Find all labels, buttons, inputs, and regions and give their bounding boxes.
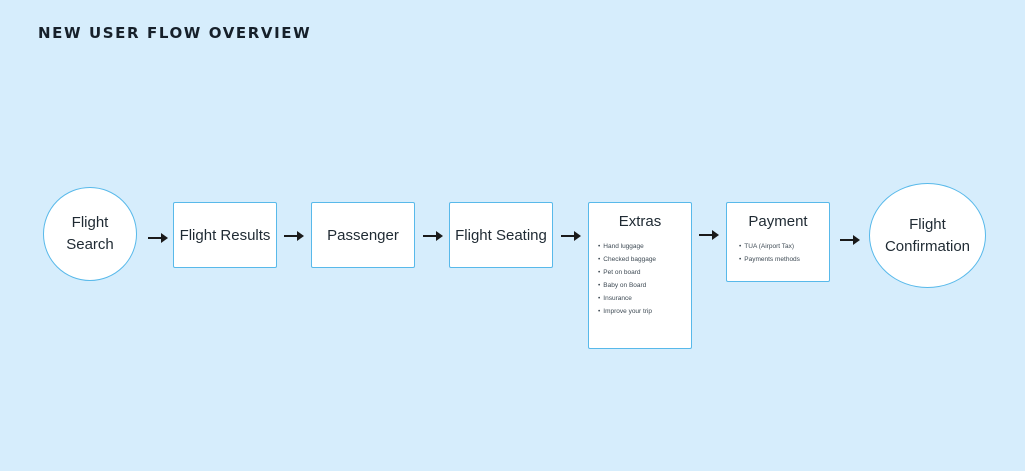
node-flight-seating: Flight Seating [449, 202, 553, 268]
list-item: Checked baggage [598, 253, 691, 266]
node-flight-search-label-line2: Search [66, 236, 114, 253]
node-flight-confirmation-label-line2: Confirmation [884, 237, 971, 255]
list-item: Insurance [598, 292, 691, 305]
diagram-title: NEW USER FLOW OVERVIEW [38, 24, 312, 42]
node-flight-confirmation-label-line1: Flight [909, 215, 946, 233]
node-flight-confirmation-label: Flight Confirmation [885, 214, 970, 258]
list-item: Hand luggage [598, 240, 691, 253]
node-flight-results-label: Flight Results [179, 226, 271, 244]
list-item: Improve your trip [598, 305, 691, 318]
node-flight-results: Flight Results [173, 202, 277, 268]
list-item: TUA (Airport Tax) [739, 240, 829, 253]
node-passenger: Passenger [311, 202, 415, 268]
node-extras-label: Extras [618, 213, 662, 230]
edge-arrow [148, 233, 168, 243]
list-item: Baby on Board [598, 279, 691, 292]
node-flight-seating-label: Flight Seating [455, 226, 547, 244]
edge-arrow [840, 235, 860, 245]
list-item: Payments methods [739, 253, 829, 266]
edge-arrow [699, 230, 719, 240]
node-flight-search-label: Flight Search [66, 212, 114, 256]
node-payment: Payment TUA (Airport Tax) Payments metho… [726, 202, 830, 282]
node-passenger-label: Passenger [327, 226, 399, 244]
node-payment-label: Payment [748, 213, 808, 230]
node-extras: Extras Hand luggage Checked baggage Pet … [588, 202, 692, 349]
node-flight-confirmation: Flight Confirmation [869, 183, 986, 288]
edge-arrow [284, 231, 304, 241]
node-flight-search: Flight Search [43, 187, 137, 281]
node-payment-list: TUA (Airport Tax) Payments methods [727, 240, 829, 266]
node-extras-list: Hand luggage Checked baggage Pet on boar… [589, 240, 691, 318]
edge-arrow [561, 231, 581, 241]
list-item: Pet on board [598, 266, 691, 279]
node-flight-search-label-line1: Flight [71, 214, 109, 231]
edge-arrow [423, 231, 443, 241]
